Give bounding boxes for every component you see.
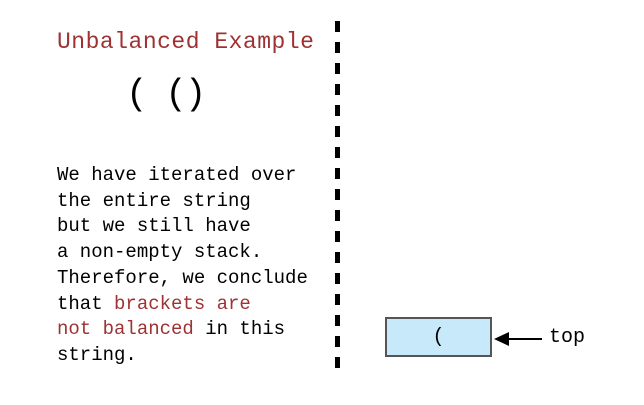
explanation-segment: that (57, 292, 115, 315)
highlighted-phrase: brackets are (114, 292, 251, 315)
explanation-line: a non-empty stack. (57, 240, 308, 266)
explanation-line: but we still have (57, 214, 308, 240)
stack-item-value: ( (432, 325, 445, 349)
explanation-segment: in this (193, 318, 286, 341)
top-pointer-label: top (549, 326, 586, 349)
dashed-divider (335, 21, 340, 377)
explanation-segment: We have iterated over (57, 164, 297, 186)
explanation-text: We have iterated over the entire string … (57, 163, 308, 369)
explanation-segment: but we still have (57, 215, 251, 238)
arrow-head-icon (494, 332, 509, 346)
top-pointer-arrow (494, 332, 542, 346)
page-title: Unbalanced Example (57, 29, 315, 55)
explanation-line: We have iterated over (57, 163, 308, 189)
explanation-line: that brackets are (57, 292, 308, 318)
stack-top-item-box: ( (385, 317, 492, 357)
explanation-line: not balanced in this (57, 317, 308, 343)
explanation-line: Therefore, we conclude (57, 266, 308, 292)
explanation-line: string. (57, 343, 308, 369)
explanation-segment: Therefore, we conclude (57, 266, 308, 289)
explanation-segment: the entire string (57, 189, 251, 212)
arrow-shaft (509, 338, 542, 340)
explanation-segment: string. (57, 343, 137, 366)
bracket-expression: ( () (126, 74, 206, 115)
explanation-segment: a non-empty stack. (57, 241, 263, 264)
highlighted-phrase: not balanced (57, 318, 194, 341)
explanation-line: the entire string (57, 189, 308, 215)
